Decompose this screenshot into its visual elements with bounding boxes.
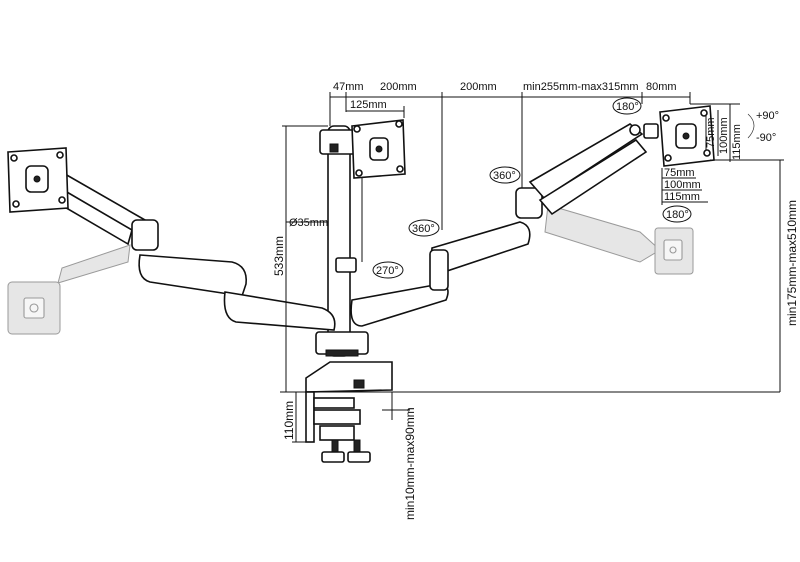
rotation-180-top-label: 180°	[616, 101, 639, 113]
dim-vesa-right-75: 75mm	[705, 117, 717, 148]
rotation-badge-360-lower: 360°	[408, 219, 440, 237]
dim-pole-diameter: Ø35mm	[289, 217, 328, 229]
dim-533mm: 533mm	[272, 236, 286, 276]
dim-vesa-bottom-100: 100mm	[664, 179, 701, 191]
dim-110mm: 110mm	[282, 401, 296, 440]
dim-arm-range: min255mm-max315mm	[523, 81, 639, 93]
right-arm	[350, 123, 648, 327]
dim-vesa-bottom-75: 75mm	[664, 167, 695, 179]
dim-vesa-right-115: 115mm	[731, 124, 743, 160]
ghost-left-arm	[7, 244, 131, 335]
tilt-down-label: -90°	[756, 132, 776, 144]
rotation-360-lower-label: 360°	[412, 223, 435, 235]
center-pole	[315, 125, 369, 357]
left-arm	[48, 168, 336, 331]
tilt-up-label: +90°	[756, 110, 779, 122]
dim-vesa-right-100: 100mm	[718, 117, 730, 154]
rotation-badge-270: 270°	[372, 261, 404, 279]
dim-125mm: 125mm	[350, 99, 387, 111]
rotation-badge-360-upper: 360°	[489, 166, 521, 184]
dim-height-range: min175mm-max510mm	[785, 200, 799, 326]
dim-47mm: 47mm	[333, 81, 364, 93]
dim-200mm-a: 200mm	[380, 81, 417, 93]
top-vesa-plate	[351, 119, 406, 179]
rotation-270-label: 270°	[376, 265, 399, 277]
left-vesa-plate	[7, 147, 69, 213]
rotation-360-upper-label: 360°	[493, 170, 516, 182]
rotation-badge-180-bottom: 180°	[662, 205, 692, 223]
desk-clamp	[305, 361, 393, 463]
rotation-180-bottom-label: 180°	[666, 209, 689, 221]
dim-vesa-bottom-115: 115mm	[664, 191, 700, 203]
dim-200mm-b: 200mm	[460, 81, 497, 93]
dimension-lines	[280, 92, 784, 443]
right-vesa-plate	[643, 105, 715, 167]
ghost-right-arm	[544, 204, 694, 275]
dim-clamp-range: min10mm-max90mm	[403, 407, 417, 520]
rotation-badge-180-top: 180°	[612, 97, 642, 115]
dim-80mm: 80mm	[646, 81, 677, 93]
